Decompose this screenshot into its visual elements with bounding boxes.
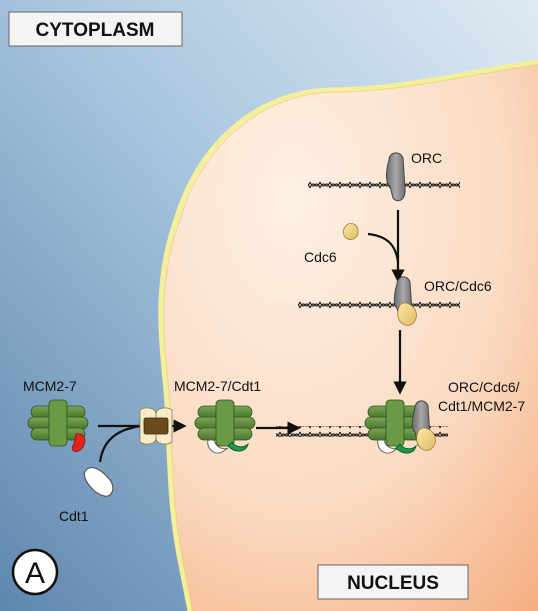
mcm-hexamer-cytoplasm	[27, 399, 89, 452]
nucleus-label: NUCLEUS	[347, 573, 439, 594]
nucleus-label-box: NUCLEUS	[317, 564, 469, 600]
nuclear-pore	[139, 407, 173, 445]
mcm-cdt1-label: MCM2-7/Cdt1	[174, 378, 261, 394]
cdc6-label: Cdc6	[304, 249, 337, 265]
mcm-label: MCM2-7	[23, 378, 77, 394]
cdt1-label: Cdt1	[59, 508, 89, 524]
orc-cdc6-label: ORC/Cdc6	[424, 278, 492, 294]
nucleus-region	[160, 62, 538, 611]
orc-cdc6-complex	[393, 276, 417, 326]
dna-strand-complex	[276, 426, 448, 437]
cdc6-protein	[342, 223, 359, 240]
cytoplasm-label: CYTOPLASM	[36, 20, 155, 41]
cytoplasm-label-box: CYTOPLASM	[8, 11, 183, 47]
nuclear-membrane	[158, 59, 538, 611]
panel-letter: A	[25, 557, 45, 590]
dna-strand-orc	[308, 178, 460, 189]
arrow-cdc6-joining	[367, 232, 400, 263]
pre-rc-label-line2: Cdt1/MCM2-7	[438, 398, 525, 414]
mcm-cdt1-complex	[194, 399, 256, 454]
panel-letter-circle: A	[11, 548, 59, 596]
orc-label: ORC	[411, 150, 442, 166]
pre-rc-label-line1: ORC/Cdc6/	[448, 379, 520, 395]
pre-rc-complex	[364, 399, 436, 454]
orc-protein	[386, 152, 406, 202]
cdt1-protein	[83, 467, 114, 497]
dna-strand-orc-cdc6	[298, 300, 460, 311]
